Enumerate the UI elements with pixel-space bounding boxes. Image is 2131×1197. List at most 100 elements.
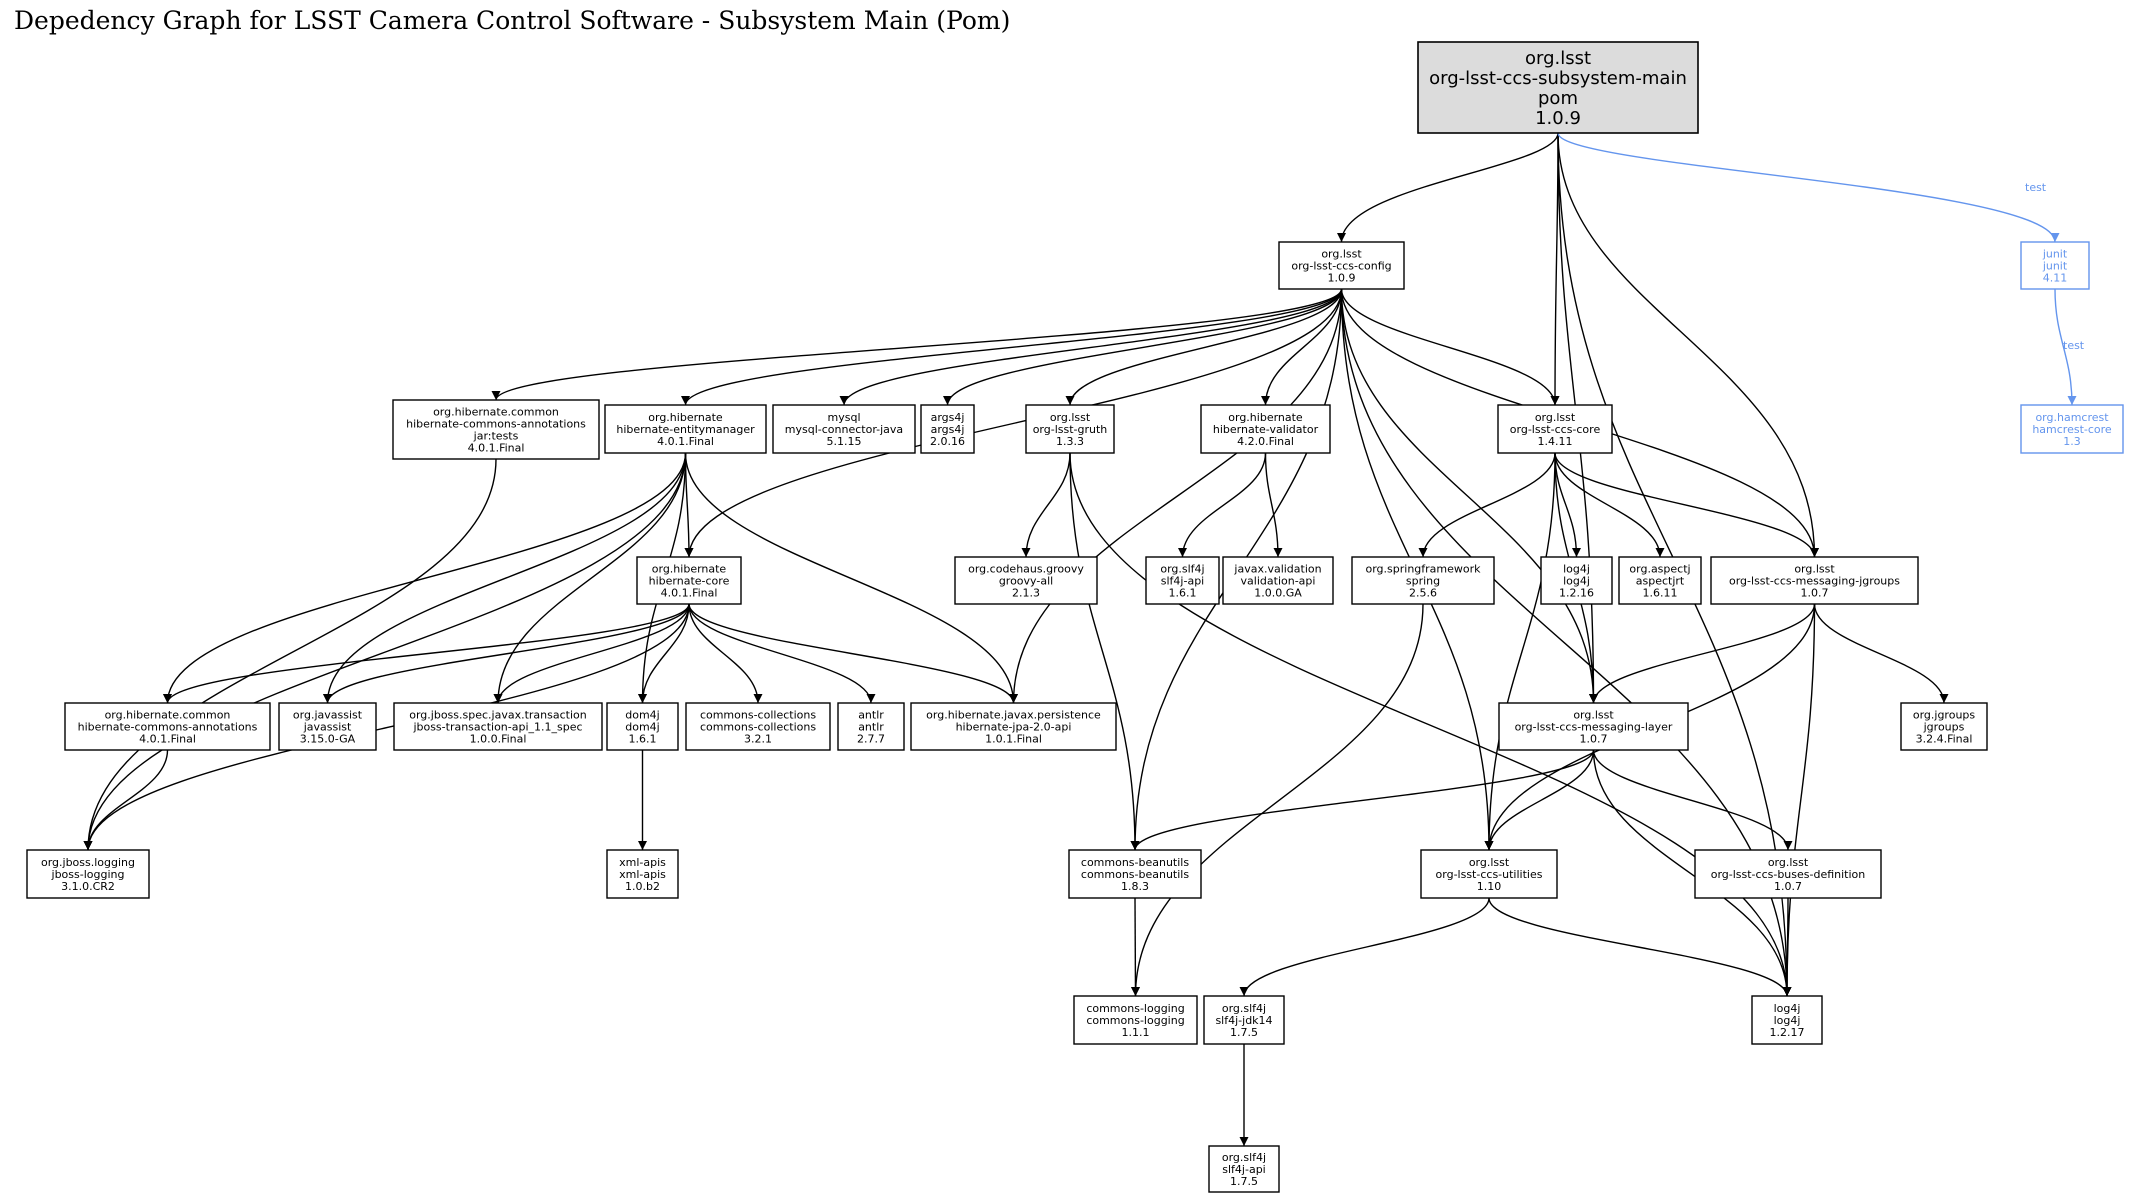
node-box — [837, 702, 905, 751]
node-label-line: org.hibernate — [652, 562, 727, 575]
node-label-line: dom4j — [625, 708, 659, 721]
node-label-line: slf4j-jdk14 — [1215, 1014, 1272, 1027]
edge-hca_tests-to-jbosslogging — [83, 458, 497, 851]
edge-main-to-config — [1337, 132, 1559, 243]
nodes-layer: org.lsstorg-lsst-ccs-subsystem-mainpom1.… — [26, 41, 2124, 1193]
node-label-line: org-lsst-ccs-core — [1510, 423, 1601, 436]
edge-buses-to-log4j1217 — [1782, 897, 1792, 997]
node-label-line: 4.0.1.Final — [139, 732, 196, 745]
edge-core-to-msgjgroups — [1554, 452, 1819, 558]
node-label-line: jboss-transaction-api_1.1_spec — [412, 720, 582, 733]
node-label-line: jgroups — [1923, 720, 1965, 733]
node-box — [606, 702, 679, 751]
edge-config-to-msglayer — [1340, 288, 1598, 704]
node-hca[interactable]: org.hibernate.commonhibernate-commons-an… — [64, 702, 271, 751]
node-label-line: hibernate-commons-annotations — [78, 720, 258, 733]
node-label-line: antlr — [858, 708, 884, 721]
node-label-line: 1.0.0.GA — [1254, 586, 1302, 599]
node-label-line: spring — [1406, 574, 1440, 587]
node-label-line: log4j — [1563, 562, 1590, 575]
node-label-line: commons-logging — [1086, 1014, 1184, 1027]
node-box — [1618, 556, 1702, 605]
node-label-line: javax.validation — [1233, 562, 1321, 575]
node-label-line: aspectjrt — [1636, 574, 1685, 587]
node-entitymanager[interactable]: org.hibernatehibernate-entitymanager4.0.… — [604, 404, 767, 454]
edge-config-to-hca_tests — [491, 288, 1343, 401]
node-msglayer[interactable]: org.lsstorg-lsst-ccs-messaging-layer1.0.… — [1498, 702, 1689, 751]
node-label-line: 1.0.1.Final — [985, 732, 1042, 745]
node-box — [26, 849, 150, 899]
node-label-line: org.jgroups — [1913, 708, 1976, 721]
edge-spring-to-commonslogging — [1131, 603, 1424, 997]
node-label-line: 1.0.b2 — [625, 880, 660, 893]
node-buses[interactable]: org.lsstorg-lsst-ccs-buses-definition1.0… — [1694, 849, 1882, 899]
node-box — [1417, 41, 1699, 134]
node-box — [920, 404, 975, 454]
edge-validator-to-slf4j161 — [1178, 452, 1267, 558]
node-label-line: 1.0.7 — [1580, 732, 1608, 745]
edge-hibcore-to-collections — [688, 603, 763, 704]
node-hca_tests[interactable]: org.hibernate.commonhibernate-commons-an… — [392, 399, 600, 460]
node-label-line: 5.1.15 — [827, 435, 862, 448]
node-msgjgroups[interactable]: org.lsstorg-lsst-ccs-messaging-jgroups1.… — [1710, 556, 1919, 605]
node-label-line: log4j — [1774, 1014, 1801, 1027]
node-label-line: org.lsst — [1050, 411, 1091, 424]
node-box — [2020, 241, 2090, 290]
node-label-line: org.lsst — [1573, 708, 1614, 721]
edge-core-to-aspectj — [1554, 452, 1665, 558]
node-jbosstx[interactable]: org.jboss.spec.javax.transactionjboss-tr… — [393, 702, 603, 751]
node-label-line: 2.1.3 — [1012, 586, 1040, 599]
node-jpa[interactable]: org.hibernate.javax.persistencehibernate… — [910, 702, 1117, 751]
node-box — [1498, 702, 1689, 751]
node-label-line: log4j — [1774, 1002, 1801, 1015]
node-label-line: junit — [2042, 247, 2068, 260]
node-collections[interactable]: commons-collectionscommons-collections3.… — [685, 702, 831, 751]
node-box — [636, 556, 742, 605]
edge-utilities-to-log4j1217 — [1488, 897, 1792, 997]
node-box — [1351, 556, 1495, 605]
node-label-line: jar:tests — [473, 429, 519, 442]
node-box — [685, 702, 831, 751]
node-label-line: mysql — [828, 411, 861, 424]
edge-config-to-gruth — [1065, 288, 1343, 406]
edge-label: test — [2063, 339, 2085, 352]
node-validator[interactable]: org.hibernatehibernate-validator4.2.0.Fi… — [1200, 404, 1331, 454]
edge-main-to-msgjgroups — [1557, 132, 1819, 558]
node-main[interactable]: org.lsstorg-lsst-ccs-subsystem-mainpom1.… — [1417, 41, 1699, 134]
node-label-line: commons-collections — [700, 720, 816, 733]
node-label-line: 3.2.1 — [744, 732, 772, 745]
node-label-line: org-lsst-gruth — [1033, 423, 1108, 436]
node-box — [1751, 995, 1823, 1045]
node-label-line: 4.0.1.Final — [468, 441, 525, 454]
node-box — [64, 702, 271, 751]
edge-config-to-mysql — [839, 288, 1343, 406]
node-label-line: 1.3 — [2063, 435, 2081, 448]
